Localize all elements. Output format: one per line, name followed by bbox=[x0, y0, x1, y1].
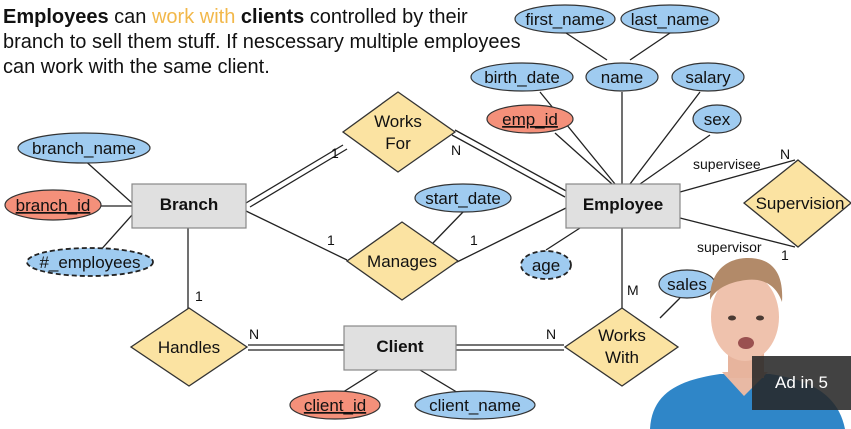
role-labels: supervisee supervisor bbox=[693, 156, 762, 255]
attribute-sales: sales bbox=[658, 269, 716, 299]
relationship-works-for-line1: Works bbox=[374, 112, 422, 131]
relationship-supervision-label: Supervision bbox=[756, 194, 845, 213]
diagram-caption: Employees can work with clients controll… bbox=[3, 5, 523, 80]
attribute-branch-id-label: branch_id bbox=[16, 196, 91, 215]
attribute-first-name: first_name bbox=[514, 4, 616, 34]
relationship-works-for-line2: For bbox=[385, 134, 411, 153]
cardinality-handles-branch: 1 bbox=[195, 288, 203, 304]
relationship-works-for: Works For bbox=[341, 91, 457, 173]
attribute-salary-label: salary bbox=[685, 68, 731, 87]
entity-client-label: Client bbox=[376, 337, 424, 356]
cardinality-supervisor: 1 bbox=[781, 247, 789, 263]
role-supervisee: supervisee bbox=[693, 156, 761, 172]
cardinality-labels: 1 N 1 1 1 N N M N 1 bbox=[195, 142, 790, 342]
attribute-sex-label: sex bbox=[704, 110, 731, 129]
relationship-handles: Handles bbox=[129, 307, 249, 387]
attribute-num-employees: #_employees bbox=[26, 247, 154, 277]
attribute-client-id: client_id bbox=[289, 390, 381, 420]
cardinality-works-with-employee: M bbox=[627, 282, 639, 298]
cardinality-handles-client: N bbox=[249, 326, 259, 342]
attribute-client-name-label: client_name bbox=[429, 396, 521, 415]
relationship-works-with-line1: Works bbox=[598, 326, 646, 345]
attribute-emp-id-label: emp_id bbox=[502, 110, 558, 129]
cardinality-supervisee: N bbox=[780, 146, 790, 162]
caption-text-3: controlled by their branch to sell them … bbox=[3, 6, 521, 78]
relationship-manages-label: Manages bbox=[367, 252, 437, 271]
attribute-name: name bbox=[585, 62, 659, 92]
attribute-name-label: name bbox=[601, 68, 644, 87]
ad-countdown-label: Ad in 5 bbox=[775, 373, 828, 392]
attribute-birth-date-label: birth_date bbox=[484, 68, 560, 87]
relationship-works-with: Works With bbox=[563, 307, 680, 387]
attribute-sales-label: sales bbox=[667, 275, 707, 294]
attribute-salary: salary bbox=[671, 62, 745, 92]
attribute-age: age bbox=[520, 250, 572, 280]
attribute-sex: sex bbox=[692, 104, 742, 134]
entity-branch-label: Branch bbox=[160, 195, 219, 214]
caption-work-with: work with bbox=[151, 6, 236, 28]
relationship-supervision: Supervision bbox=[742, 159, 851, 248]
role-supervisor: supervisor bbox=[697, 239, 762, 255]
cardinality-works-with-client: N bbox=[546, 326, 556, 342]
relationship-works-with-line2: With bbox=[605, 348, 639, 367]
attribute-last-name: last_name bbox=[620, 4, 720, 34]
attribute-num-employees-label: #_employees bbox=[39, 253, 140, 272]
entity-branch: Branch bbox=[131, 183, 247, 229]
attribute-branch-name-label: branch_name bbox=[32, 139, 136, 158]
attribute-first-name-label: first_name bbox=[525, 10, 604, 29]
cardinality-manages-branch: 1 bbox=[327, 232, 335, 248]
attribute-client-name: client_name bbox=[414, 390, 536, 420]
ad-countdown-badge[interactable]: Ad in 5 bbox=[752, 356, 851, 410]
attribute-branch-name: branch_name bbox=[17, 132, 151, 164]
attribute-birth-date: birth_date bbox=[470, 62, 574, 92]
relationship-handles-label: Handles bbox=[158, 338, 220, 357]
attribute-last-name-label: last_name bbox=[631, 10, 709, 29]
caption-text-1: can bbox=[108, 6, 152, 28]
attribute-emp-id: emp_id bbox=[486, 104, 574, 134]
relationship-manages: Manages bbox=[345, 221, 460, 301]
entity-employee-label: Employee bbox=[583, 195, 663, 214]
entity-employee: Employee bbox=[565, 183, 681, 229]
cardinality-works-for-employee: N bbox=[451, 142, 461, 158]
caption-clients: clients bbox=[240, 6, 305, 28]
attribute-age-label: age bbox=[532, 256, 560, 275]
attribute-client-id-label: client_id bbox=[304, 396, 366, 415]
cardinality-works-for-branch: 1 bbox=[331, 145, 339, 161]
caption-employees: Employees bbox=[3, 6, 109, 28]
cardinality-manages-employee: 1 bbox=[470, 232, 478, 248]
attribute-start-date-label: start_date bbox=[425, 189, 501, 208]
attribute-branch-id: branch_id bbox=[4, 189, 102, 221]
entity-client: Client bbox=[343, 325, 457, 371]
attribute-start-date: start_date bbox=[414, 183, 512, 213]
